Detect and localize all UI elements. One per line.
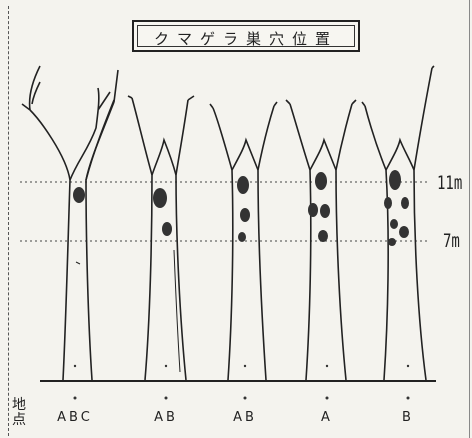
nest-hole-5-5 — [399, 226, 409, 238]
label-dots — [74, 365, 410, 400]
nest-hole-4-3 — [320, 204, 330, 218]
nest-hole-4-4 — [318, 230, 328, 242]
tree-label-3: AB — [210, 410, 280, 425]
nest-hole-5-2 — [384, 197, 392, 209]
tree-label-1: ABC — [40, 410, 110, 425]
nest-hole-5-6 — [388, 238, 396, 246]
nest-hole-3-1 — [237, 176, 249, 194]
nest-hole-2-2 — [162, 222, 172, 236]
nest-hole-2-1 — [153, 188, 167, 208]
tree-5 — [362, 66, 434, 380]
nest-hole-3-3 — [238, 232, 246, 242]
tree-2 — [128, 96, 194, 380]
nest-hole-4-2 — [308, 203, 318, 217]
nest-hole-3-2 — [240, 208, 250, 222]
tree-1 — [22, 66, 118, 380]
height-label-11m: 11m — [437, 174, 462, 195]
side-label: 地点 — [12, 398, 30, 428]
nest-holes — [73, 170, 409, 246]
nest-hole-5-3 — [401, 197, 409, 209]
figure-title: クマゲラ巣穴位置 — [134, 28, 358, 49]
height-label-7m: 7m — [443, 232, 460, 253]
tree-label-5: B — [373, 410, 443, 425]
nest-hole-5-1 — [389, 170, 401, 190]
nest-hole-4-1 — [315, 172, 327, 190]
tree-label-2: AB — [131, 410, 201, 425]
tree-label-4: A — [292, 410, 362, 425]
nest-hole-5-4 — [390, 219, 398, 229]
nest-hole-1-1 — [73, 187, 85, 203]
